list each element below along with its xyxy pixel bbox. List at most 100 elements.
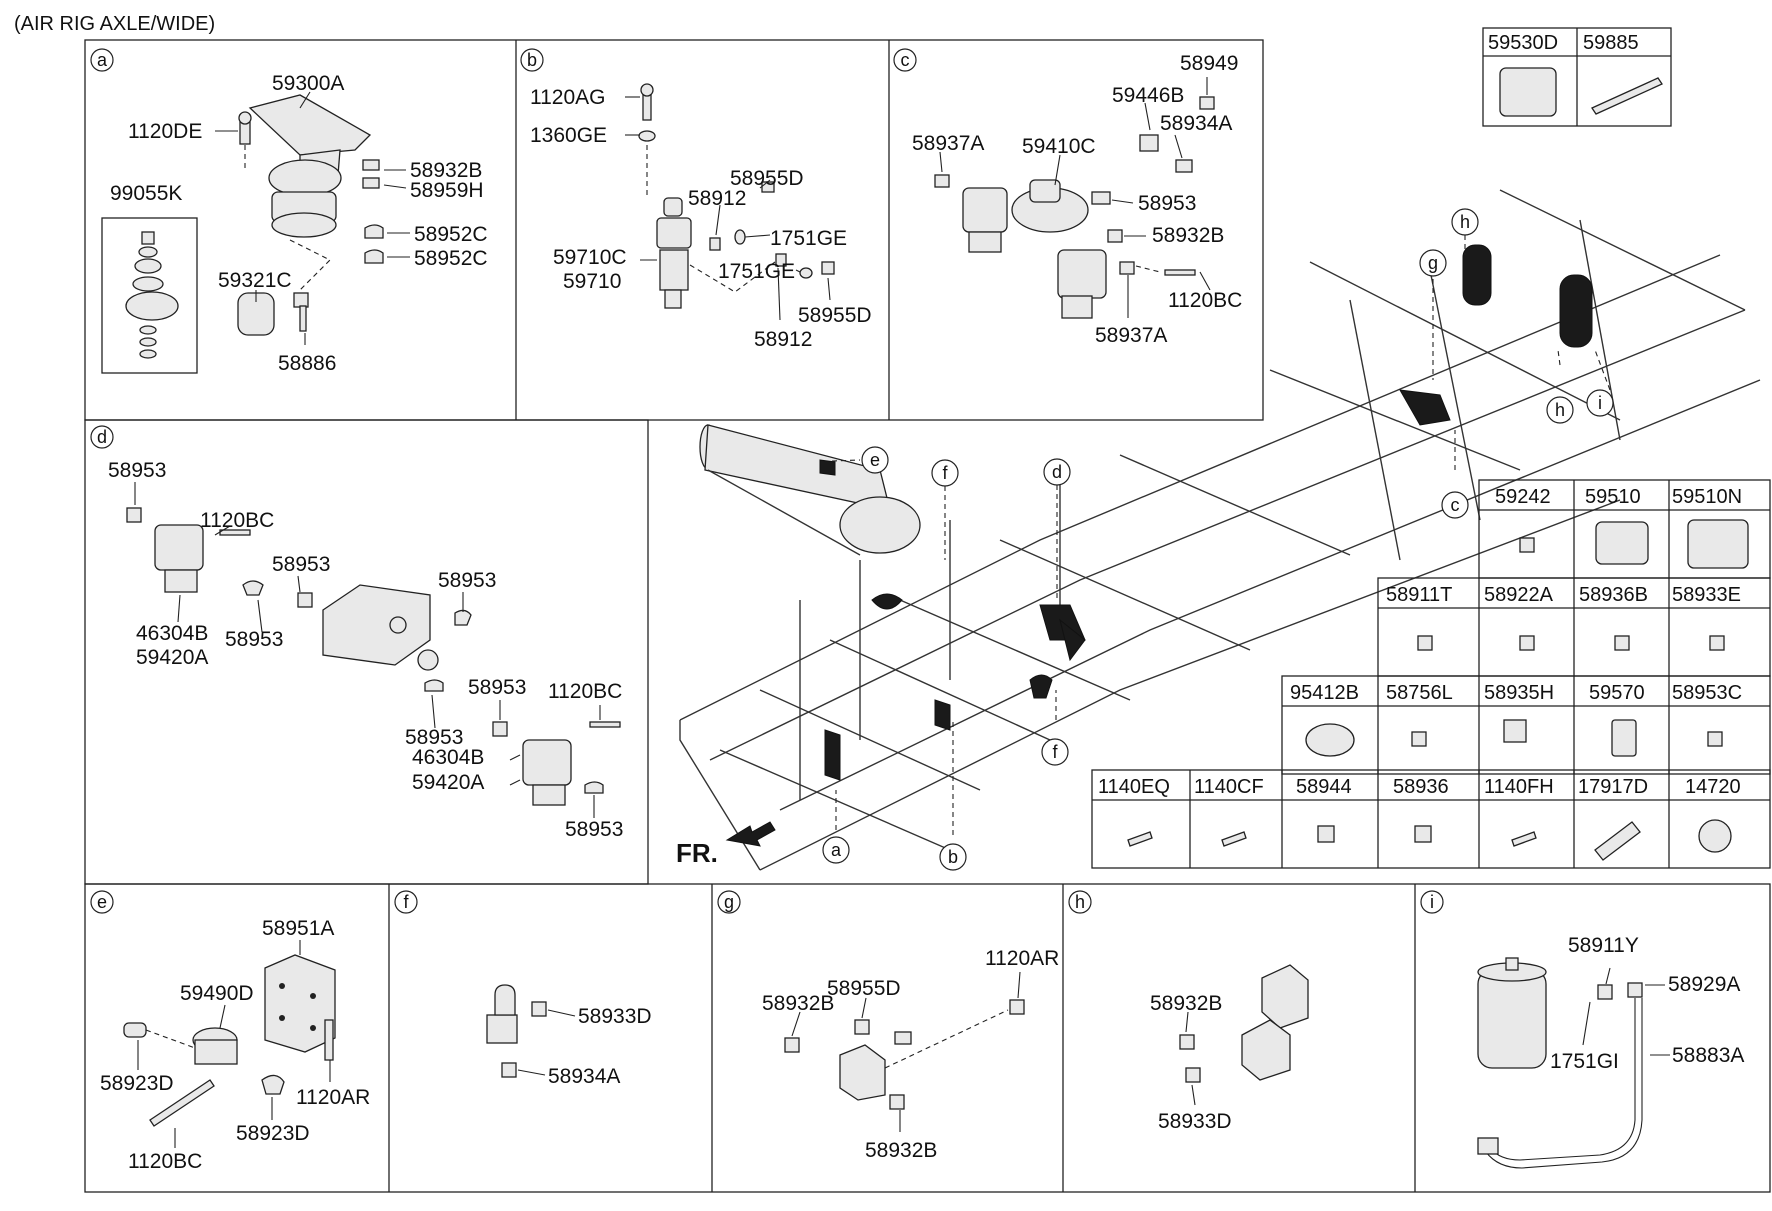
label-1120DE: 1120DE	[128, 120, 202, 143]
svg-text:d: d	[1052, 462, 1062, 482]
part-58953C: 58953C	[1672, 682, 1742, 704]
panel-i: 58911Y 58929A 1751GI 58883A	[1477, 934, 1744, 1169]
part-14720: 14720	[1685, 776, 1741, 798]
label-58937A-2: 58937A	[1095, 324, 1167, 347]
label-58955D: 58955D	[730, 167, 804, 190]
svg-text:h: h	[1460, 212, 1470, 232]
panel-frames	[84, 39, 1771, 1193]
svg-text:i: i	[1430, 892, 1434, 912]
label-59710: 59710	[563, 270, 621, 293]
valve-b-drawing	[638, 83, 835, 309]
label-1120AR: 1120AR	[296, 1086, 370, 1109]
panel-d-leaders	[134, 482, 601, 818]
label-58932B: 58932B	[1152, 224, 1224, 247]
label-1360GE: 1360GE	[530, 124, 607, 147]
svg-text:b: b	[948, 847, 958, 867]
label-1751GE-2: 1751GE	[718, 260, 795, 283]
part-59570: 59570	[1589, 682, 1645, 704]
main-callouts: e f d g h h i c f a b	[822, 208, 1614, 871]
valve-d-drawing	[126, 507, 621, 806]
label-1751GI: 1751GI	[1550, 1050, 1619, 1073]
label-59420A-2: 59420A	[412, 771, 484, 794]
panel-a-leaders	[215, 91, 410, 345]
svg-text:b: b	[527, 50, 537, 70]
svg-text:f: f	[403, 892, 409, 912]
label-58932B: 58932B	[1150, 992, 1222, 1015]
label-58933D: 58933D	[1158, 1110, 1232, 1133]
svg-text:c: c	[901, 50, 910, 70]
svg-text:g: g	[1428, 253, 1438, 273]
svg-text:f: f	[1052, 742, 1058, 762]
front-label: FR.	[676, 838, 718, 868]
panel-b-leaders	[625, 96, 831, 321]
panel-e: 58951A 59490D 58923D 1120AR 1120BC 58923…	[100, 917, 370, 1173]
label-59710C: 59710C	[553, 246, 627, 269]
label-58923D-2: 58923D	[236, 1122, 310, 1145]
part-58936B: 58936B	[1579, 584, 1648, 606]
parts-table-top-right: 59530D 59885	[1482, 27, 1672, 127]
label-1120BC-2: 1120BC	[548, 680, 622, 703]
panel-c: 58949 59446B 58934A 58937A 59410C 58953 …	[912, 52, 1242, 347]
part-59530D: 59530D	[1488, 32, 1558, 54]
label-58934A: 58934A	[548, 1065, 620, 1088]
treadle-valve-drawing	[237, 94, 384, 336]
label-58934A: 58934A	[1160, 112, 1232, 135]
label-58952C: 58952C	[414, 223, 488, 246]
label-58937A: 58937A	[912, 132, 984, 155]
panel-b: 1120AG 1360GE 58955D 58912 1751GE 59710C…	[530, 83, 872, 351]
label-58923D: 58923D	[100, 1072, 174, 1095]
svg-text:g: g	[724, 892, 734, 912]
svg-text:h: h	[1555, 400, 1565, 420]
label-58953-2: 58953	[272, 553, 330, 576]
part-58756L: 58756L	[1386, 682, 1453, 704]
panel-h: 58932B 58933D	[1150, 964, 1309, 1133]
label-58933D: 58933D	[578, 1005, 652, 1028]
svg-text:e: e	[97, 892, 107, 912]
svg-text:a: a	[97, 50, 108, 70]
part-1140EQ: 1140EQ	[1098, 776, 1170, 798]
label-58932B: 58932B	[762, 992, 834, 1015]
label-99055K: 99055K	[110, 182, 182, 205]
label-59410C: 59410C	[1022, 135, 1096, 158]
part-59885: 59885	[1583, 32, 1639, 54]
label-58953-4: 58953	[225, 628, 283, 651]
label-58911Y: 58911Y	[1568, 934, 1639, 957]
main-chassis-drawing	[679, 189, 1761, 871]
svg-text:d: d	[97, 427, 107, 447]
label-46304B: 46304B	[136, 622, 208, 645]
panel-f: 58933D 58934A	[486, 984, 652, 1088]
label-1120AG: 1120AG	[530, 86, 606, 109]
label-58932B: 58932B	[410, 159, 482, 182]
label-59446B: 59446B	[1112, 84, 1184, 107]
panel-d: 58953 1120BC 58953 58953 46304B 59420A 5…	[108, 459, 623, 841]
part-17917D: 17917D	[1578, 776, 1648, 798]
label-58949: 58949	[1180, 52, 1238, 75]
label-1120AR: 1120AR	[985, 947, 1059, 970]
label-58955D-2: 58955D	[798, 304, 872, 327]
label-58952C-2: 58952C	[414, 247, 488, 270]
part-95412B: 95412B	[1290, 682, 1359, 704]
label-1120BC: 1120BC	[128, 1150, 202, 1173]
repair-kit-drawing	[125, 231, 179, 359]
label-58953: 58953	[108, 459, 166, 482]
label-58953-3: 58953	[438, 569, 496, 592]
svg-text:h: h	[1075, 892, 1085, 912]
label-58912: 58912	[688, 187, 746, 210]
label-58953: 58953	[1138, 192, 1196, 215]
label-46304B-2: 46304B	[412, 746, 484, 769]
part-58936: 58936	[1393, 776, 1449, 798]
part-59242: 59242	[1495, 486, 1551, 508]
label-58886: 58886	[278, 352, 336, 375]
part-59510N: 59510N	[1672, 486, 1742, 508]
label-58912-2: 58912	[754, 328, 812, 351]
label-58959H: 58959H	[410, 179, 484, 202]
label-58953-6: 58953	[405, 726, 463, 749]
valve-c-drawing	[934, 96, 1215, 319]
svg-text:i: i	[1598, 393, 1602, 413]
label-58955D: 58955D	[827, 977, 901, 1000]
svg-text:c: c	[1451, 495, 1460, 515]
panel-g: 1120AR 58955D 58932B 58932B	[762, 947, 1059, 1162]
label-1751GE: 1751GE	[770, 227, 847, 250]
panel-c-leaders	[939, 77, 1211, 318]
